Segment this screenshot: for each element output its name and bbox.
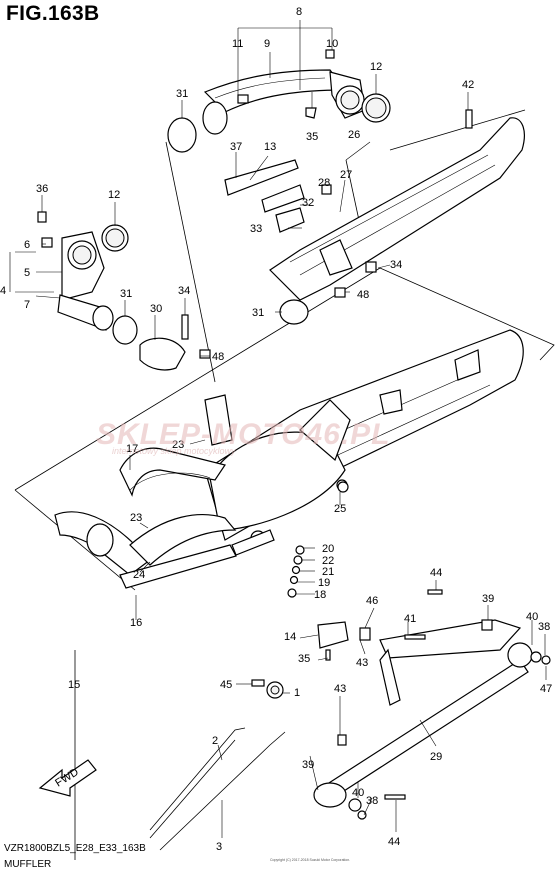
callout-42: 42 xyxy=(462,79,474,91)
callout-31-left: 31 xyxy=(120,288,132,300)
model-code: VZR1800BZL5_E28_E33_163B xyxy=(4,843,146,854)
callout-10: 10 xyxy=(326,38,338,50)
section-name: MUFFLER xyxy=(4,859,52,870)
callout-25: 25 xyxy=(334,503,346,515)
muffler-stay-29 xyxy=(313,589,551,820)
callout-labels: 8 11 9 10 31 12 35 42 26 37 13 27 28 36 … xyxy=(0,6,552,853)
callout-37: 37 xyxy=(230,141,242,153)
callout-23-bottom: 23 xyxy=(130,512,142,524)
callout-33: 33 xyxy=(250,223,262,235)
callout-46: 46 xyxy=(366,595,378,607)
callout-34-left: 34 xyxy=(178,285,190,297)
callout-39-right: 39 xyxy=(482,593,494,605)
callout-7: 7 xyxy=(24,299,30,311)
callout-39-bottom: 39 xyxy=(302,759,314,771)
callout-12-left: 12 xyxy=(108,189,120,201)
main-muffler-body xyxy=(204,329,524,556)
mount-bolt-1 xyxy=(251,679,284,699)
callout-24: 24 xyxy=(133,569,145,581)
callout-36: 36 xyxy=(36,183,48,195)
callout-6: 6 xyxy=(24,239,30,251)
fine-print: Copyright (C) 2017-2018 Suzuki Motor Cor… xyxy=(270,858,351,862)
callout-12-top: 12 xyxy=(370,61,382,73)
callout-48-right: 48 xyxy=(357,289,369,301)
callout-9: 9 xyxy=(264,38,270,50)
small-fasteners xyxy=(287,481,349,598)
callout-18: 18 xyxy=(314,589,326,601)
callout-26: 26 xyxy=(348,129,360,141)
rear-muffler-upper xyxy=(224,109,525,325)
callout-44-bottom: 44 xyxy=(388,836,400,848)
callout-13: 13 xyxy=(264,141,276,153)
callout-38-bottom: 38 xyxy=(366,795,378,807)
link-pipe-upper xyxy=(167,49,391,153)
callout-22: 22 xyxy=(322,555,334,567)
callout-14: 14 xyxy=(284,631,296,643)
callout-40-right: 40 xyxy=(526,611,538,623)
fwd-arrow: FWD xyxy=(38,759,97,797)
callout-45: 45 xyxy=(220,679,232,691)
leader-lines xyxy=(9,20,547,838)
callout-32: 32 xyxy=(302,197,314,209)
callout-27: 27 xyxy=(340,169,352,181)
callout-43-bottom: 43 xyxy=(334,683,346,695)
callout-16: 16 xyxy=(130,617,142,629)
front-exhaust-pipes xyxy=(54,447,237,589)
callout-1: 1 xyxy=(294,687,300,699)
callout-31-top: 31 xyxy=(176,88,188,100)
callout-34-right: 34 xyxy=(390,259,402,271)
callout-23-top: 23 xyxy=(172,439,184,451)
callout-29: 29 xyxy=(430,751,442,763)
callout-11: 11 xyxy=(232,38,243,50)
callout-3: 3 xyxy=(216,841,222,853)
assembly-boundary-lines xyxy=(14,109,555,860)
callout-31-mid: 31 xyxy=(252,307,264,319)
callout-28: 28 xyxy=(318,177,330,189)
callout-35-lower: 35 xyxy=(298,653,310,665)
callout-41: 41 xyxy=(404,613,416,625)
stay-bracket-14 xyxy=(317,621,349,661)
callout-35: 35 xyxy=(306,131,318,143)
callout-2: 2 xyxy=(212,735,218,747)
callout-48-left: 48 xyxy=(212,351,224,363)
callout-43-top: 43 xyxy=(356,657,368,669)
callout-4: 4 xyxy=(0,285,6,297)
callout-15: 15 xyxy=(68,679,80,691)
callout-5: 5 xyxy=(24,267,30,279)
callout-19: 19 xyxy=(318,577,330,589)
callout-20: 20 xyxy=(322,543,334,555)
callout-21: 21 xyxy=(322,566,334,578)
callout-30: 30 xyxy=(150,303,162,315)
figure-title: FIG.163B xyxy=(6,2,100,25)
callout-40-bottom: 40 xyxy=(352,787,364,799)
front-head-pipe-flange xyxy=(37,211,211,371)
callout-8: 8 xyxy=(296,6,302,18)
callout-47: 47 xyxy=(540,683,552,695)
callout-44-top: 44 xyxy=(430,567,442,579)
callout-17: 17 xyxy=(126,443,138,455)
callout-38-right: 38 xyxy=(538,621,550,633)
